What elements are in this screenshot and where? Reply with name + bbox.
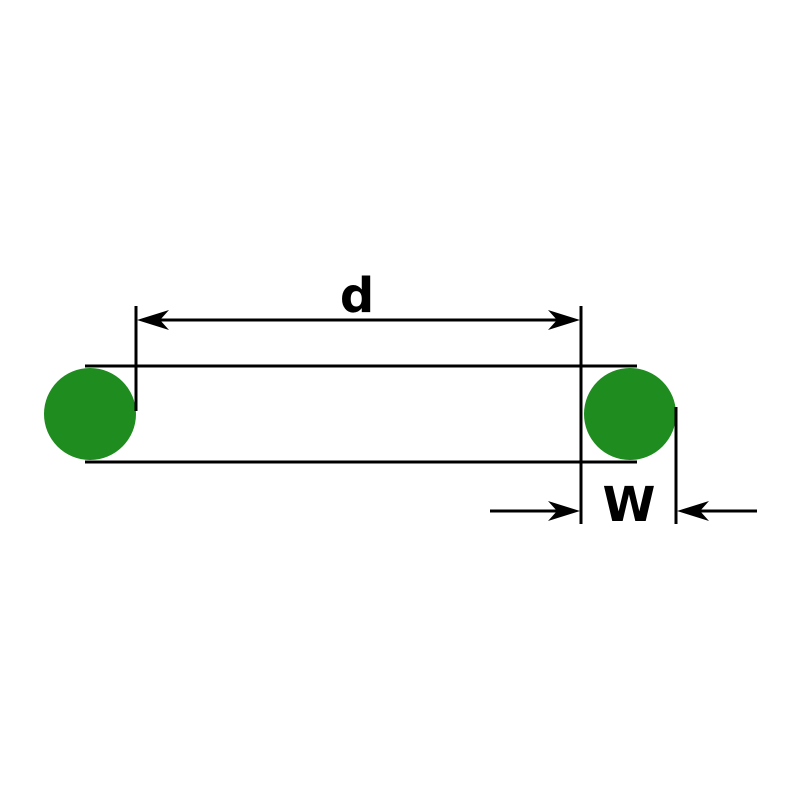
right-oring-cross-section-circle — [584, 368, 676, 460]
d-arrowhead-right-icon — [548, 310, 580, 330]
w-arrowhead-right-icon — [677, 501, 709, 521]
w-dimension-label: W — [603, 477, 656, 533]
left-oring-cross-section-circle — [44, 368, 136, 460]
d-arrowhead-left-icon — [137, 310, 169, 330]
d-dimension-label: d — [340, 268, 374, 324]
w-arrowhead-left-icon — [548, 501, 580, 521]
